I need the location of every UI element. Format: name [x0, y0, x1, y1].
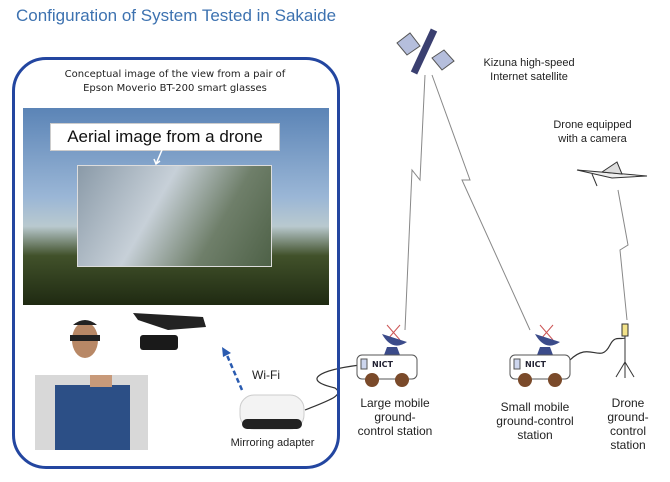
- small-station-icon: [509, 324, 571, 387]
- satellite-icon: [396, 28, 455, 75]
- cable-small-gcs: [569, 337, 626, 361]
- smart-glasses-icon: [133, 313, 206, 350]
- mirroring-adapter-icon: [239, 394, 305, 430]
- drone-aerial-image: [77, 165, 272, 267]
- drone-icon: [576, 161, 648, 187]
- arrow-icon: [153, 149, 163, 166]
- wifi-label: Wi-Fi: [252, 368, 280, 382]
- caption-line-2: Epson Moverio BT-200 smart glasses: [83, 83, 267, 94]
- drone-gcs-line-4: station: [610, 438, 646, 452]
- aerial-image-label: Aerial image from a drone: [50, 123, 280, 151]
- satellite-label-line-2: Internet satellite: [490, 71, 568, 83]
- page-title: Configuration of System Tested in Sakaid…: [16, 6, 337, 25]
- adapter-label: Mirroring adapter: [230, 437, 315, 449]
- small-station-line-3: station: [517, 428, 553, 442]
- large-station-label: Large mobile ground- control station: [345, 396, 445, 438]
- small-station-label: Small mobile ground-control station: [490, 400, 580, 442]
- caption-line-1: Conceptual image of the view from a pair…: [64, 69, 286, 80]
- large-station-line-3: control station: [357, 424, 433, 438]
- drone-label-line-1: Drone equipped: [553, 119, 632, 131]
- small-station-line-1: Small mobile: [500, 400, 570, 414]
- drone-gcs-label: Drone ground- control station: [600, 396, 656, 452]
- drone-label: Drone equipped with a camera: [535, 118, 650, 146]
- drone-gcs-line-3: control: [609, 424, 647, 438]
- drone-gcs-antenna-icon: [615, 323, 635, 378]
- small-station-badge: NICT: [525, 360, 546, 369]
- small-station-line-2: ground-control: [496, 414, 574, 428]
- drone-gcs-line-2: ground-: [607, 410, 649, 424]
- person-photo: [35, 375, 148, 450]
- wifi-arrow-icon: [222, 347, 244, 391]
- drone-gcs-line-1: Drone: [611, 396, 645, 410]
- person-head: [70, 320, 100, 358]
- cable-adapter-large: [304, 364, 361, 411]
- satellite-small-link: [431, 74, 531, 331]
- satellite-label-line-1: Kizuna high-speed: [483, 57, 575, 69]
- large-station-badge: NICT: [372, 360, 393, 369]
- large-station-icon: [356, 324, 418, 387]
- panel-caption: Conceptual image of the view from a pair…: [30, 68, 320, 96]
- large-station-line-1: Large mobile: [360, 396, 430, 410]
- large-station-line-2: ground-: [374, 410, 416, 424]
- glasses-view-panel: [12, 57, 340, 469]
- drone-gcs-link: [617, 189, 629, 321]
- satellite-label: Kizuna high-speed Internet satellite: [470, 56, 588, 84]
- drone-label-line-2: with a camera: [558, 133, 627, 145]
- satellite-large-link: [404, 74, 426, 331]
